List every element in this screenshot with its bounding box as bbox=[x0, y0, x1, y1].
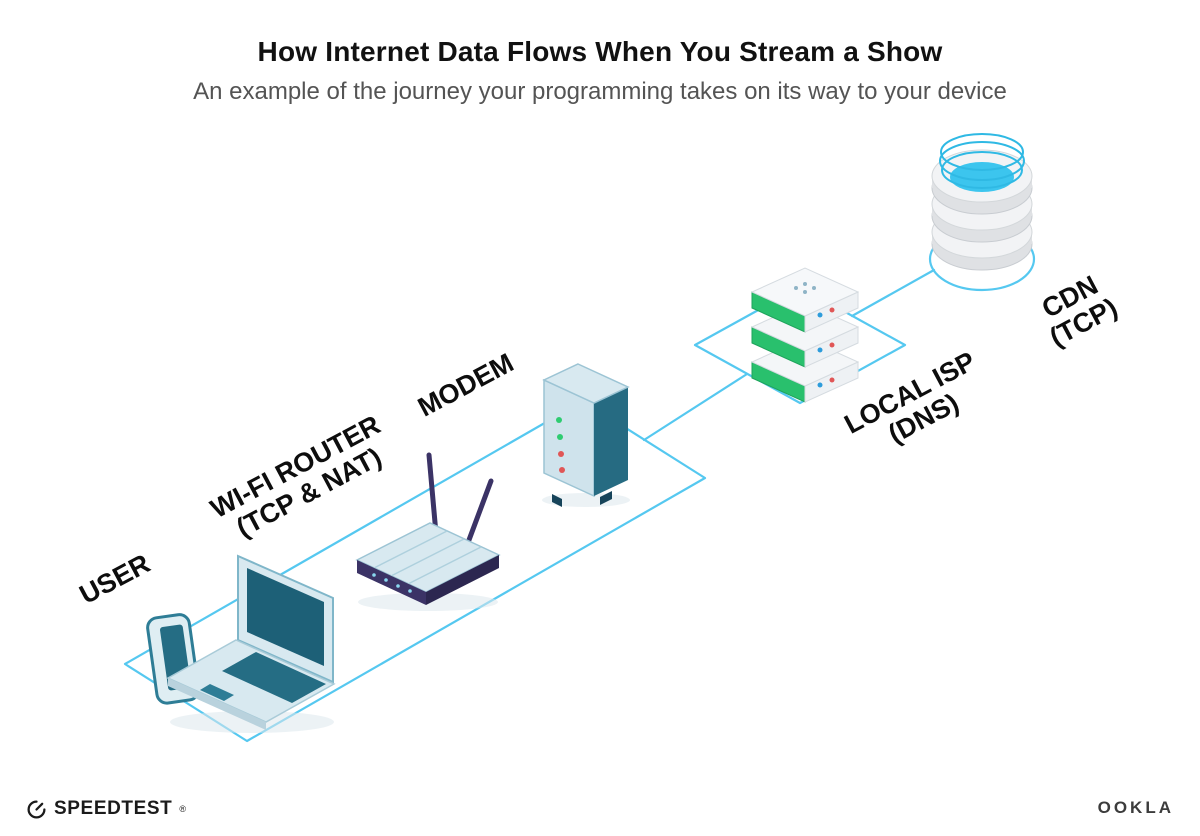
ookla-logo: OOKLA bbox=[1097, 798, 1174, 817]
modem-icon bbox=[542, 363, 630, 507]
speedtest-wordmark: SPEEDTEST bbox=[54, 798, 173, 819]
isp-to-cdn-line bbox=[850, 268, 936, 318]
speedtest-trademark: ® bbox=[179, 804, 187, 814]
header: How Internet Data Flows When You Stream … bbox=[0, 36, 1200, 106]
speedtest-logo: SPEEDTEST ® bbox=[26, 798, 186, 820]
wifi-router-icon bbox=[355, 452, 501, 605]
laptop-icon bbox=[166, 554, 336, 730]
page-title: How Internet Data Flows When You Stream … bbox=[257, 36, 943, 67]
speedtest-gauge-icon bbox=[27, 799, 46, 818]
footer: SPEEDTEST ® OOKLA bbox=[0, 786, 1200, 822]
page-subtitle: An example of the journey your programmi… bbox=[193, 78, 1007, 105]
database-icon bbox=[931, 133, 1033, 271]
modem-to-isp-line bbox=[642, 372, 749, 442]
server-stack-icon bbox=[750, 267, 860, 403]
